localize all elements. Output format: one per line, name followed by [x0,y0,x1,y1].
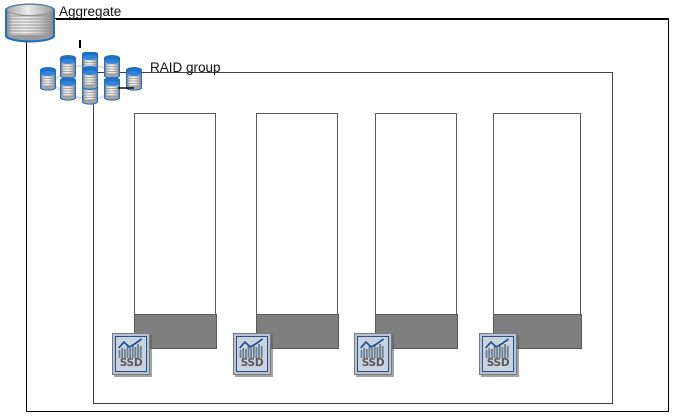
disk-shelf-column [255,113,339,349]
disk-cluster-icon [39,52,143,106]
ssd-chart-glyph-icon [239,338,263,358]
disk-shelf-column [133,113,217,349]
ssd-chart-glyph-icon [118,338,142,358]
ssd-icon: SSD [233,333,271,375]
aggregate-label: Aggregate [59,4,122,19]
ssd-icon-inner: SSD [357,336,389,372]
ssd-chart-glyph-icon [360,338,384,358]
ssd-icon-inner: SSD [482,336,514,372]
ssd-icon: SSD [112,333,150,375]
ssd-label: SSD [361,357,385,369]
ssd-label: SSD [240,357,264,369]
ssd-chart-glyph-icon [485,338,509,358]
ssd-icon: SSD [354,333,392,375]
aggregate-cylinder-stem [79,40,81,48]
ssd-icon-inner: SSD [115,336,147,372]
raid-leader-line [128,72,613,74]
disk-shelf-column [374,113,458,349]
disk-shelf-column [492,113,582,349]
database-cylinder-icon [5,3,55,43]
ssd-label: SSD [486,357,510,369]
ssd-icon: SSD [479,333,517,375]
raid-group-label: RAID group [150,60,221,75]
ssd-icon-inner: SSD [236,336,268,372]
ssd-label: SSD [119,357,143,369]
aggregate-leader-line [56,18,669,20]
